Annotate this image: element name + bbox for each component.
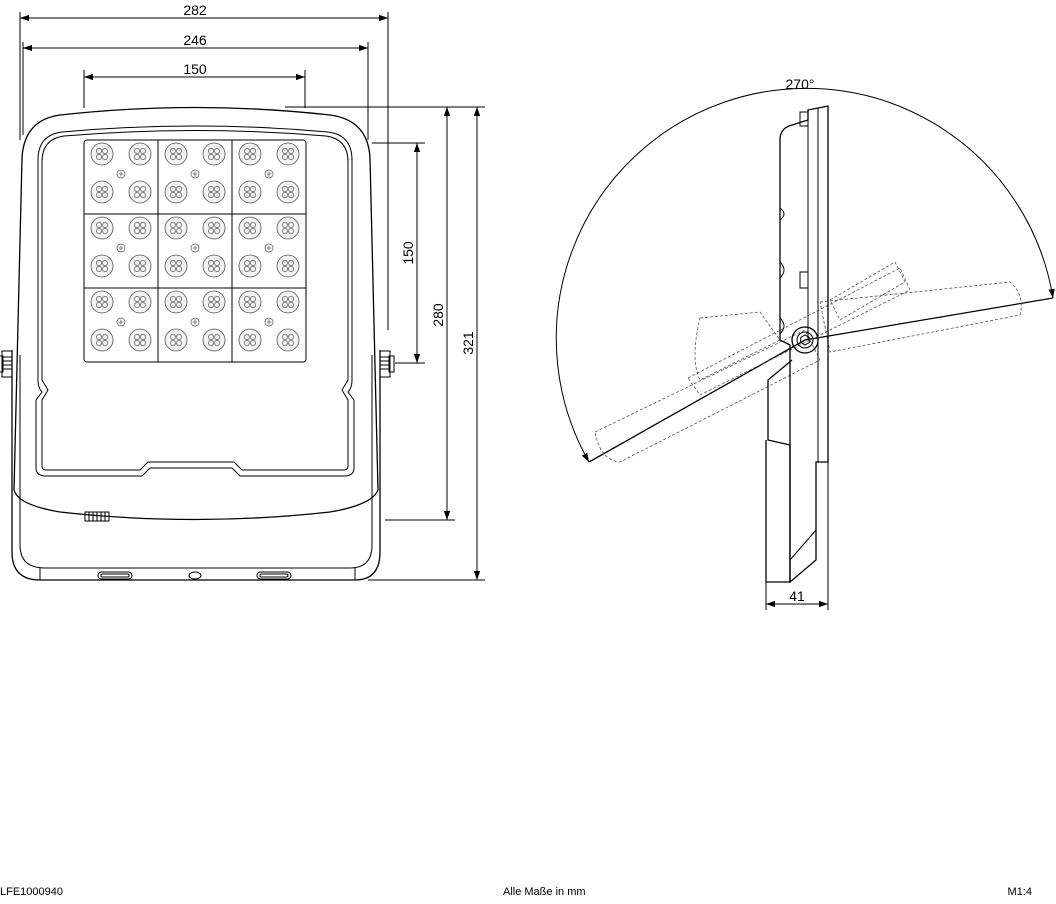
led-lens-icon: [276, 180, 300, 204]
bracket-knob-left-icon: [0, 350, 13, 378]
bracket-knob-right-icon: [379, 350, 395, 378]
led-grid: [84, 140, 306, 362]
led-lens-icon: [90, 328, 114, 352]
front-view: 282 246 150 150 280 321: [0, 2, 485, 581]
dim-label-150-vertical: 150: [400, 241, 416, 265]
led-lens-icon: [90, 180, 114, 204]
led-lens-icon: [238, 180, 262, 204]
led-lens-icon: [164, 216, 188, 240]
units-note: Alle Maße in mm: [503, 886, 586, 898]
led-lens-icon: [202, 180, 226, 204]
led-lens-icon: [128, 328, 152, 352]
led-lens-icon: [276, 142, 300, 166]
side-bracket-arm: [765, 359, 793, 583]
led-lens-icon: [276, 216, 300, 240]
led-lens-icon: [276, 290, 300, 314]
led-lens-icon: [276, 254, 300, 278]
mounting-slot-left: [97, 571, 133, 580]
led-lens-icon: [238, 216, 262, 240]
tilt-limit-line-right: [804, 297, 1054, 341]
article-number: LFE1000940: [0, 886, 63, 898]
led-lens-icon: [202, 290, 226, 314]
pivot-bolt-icon: [791, 326, 819, 354]
module-screw-icon: [116, 169, 126, 179]
module-screw-icon: [190, 317, 200, 327]
led-lens-icon: [90, 216, 114, 240]
led-lens-icon: [128, 142, 152, 166]
led-lens-icon: [238, 142, 262, 166]
led-lens-icon: [276, 328, 300, 352]
led-lens-icon: [128, 216, 152, 240]
dim-label-280: 280: [430, 303, 446, 327]
ghost-position-1: [594, 329, 821, 463]
ghost-position-2: [819, 281, 1022, 353]
led-lens-icon: [238, 328, 262, 352]
led-lens-icon: [164, 328, 188, 352]
led-lens-icon: [238, 254, 262, 278]
mounting-hole: [188, 571, 202, 580]
led-lens-icon: [128, 290, 152, 314]
led-lens-icon: [202, 254, 226, 278]
luminaire-side-profile: [779, 105, 829, 584]
dim-label-41: 41: [789, 588, 805, 604]
side-view: 270° 41: [555, 76, 1055, 610]
led-lens-icon: [164, 254, 188, 278]
led-lens-icon: [90, 254, 114, 278]
dim-label-321: 321: [460, 331, 476, 355]
dim-label-150-horizontal: 150: [183, 61, 207, 77]
module-screw-icon: [264, 243, 274, 253]
module-screw-icon: [264, 317, 274, 327]
dim-label-246: 246: [183, 32, 207, 48]
led-lens-icon: [164, 142, 188, 166]
led-lens-icon: [90, 290, 114, 314]
module-screw-icon: [116, 317, 126, 327]
dim-label-270: 270°: [786, 76, 815, 92]
led-lens-icon: [164, 180, 188, 204]
led-lens-icon: [238, 290, 262, 314]
led-lens-icon: [90, 142, 114, 166]
led-lens-icon: [202, 142, 226, 166]
module-screw-icon: [190, 243, 200, 253]
led-module-panel: [83, 139, 307, 363]
scale-label: M1:4: [1007, 886, 1032, 898]
module-screw-icon: [116, 243, 126, 253]
mounting-slot-right: [256, 571, 292, 580]
housing-outline: [13, 106, 379, 521]
led-lens-icon: [202, 328, 226, 352]
tilt-angle-arc: [555, 87, 1055, 463]
mounting-bracket: [11, 350, 381, 581]
led-lens-icon: [202, 216, 226, 240]
led-lens-icon: [164, 290, 188, 314]
cable-gland-icon: [84, 511, 110, 522]
module-screw-icon: [190, 169, 200, 179]
front-glass-frame: [35, 125, 355, 477]
module-screw-icon: [264, 169, 274, 179]
led-lens-icon: [128, 180, 152, 204]
dim-label-282: 282: [183, 2, 207, 18]
led-lens-icon: [128, 254, 152, 278]
